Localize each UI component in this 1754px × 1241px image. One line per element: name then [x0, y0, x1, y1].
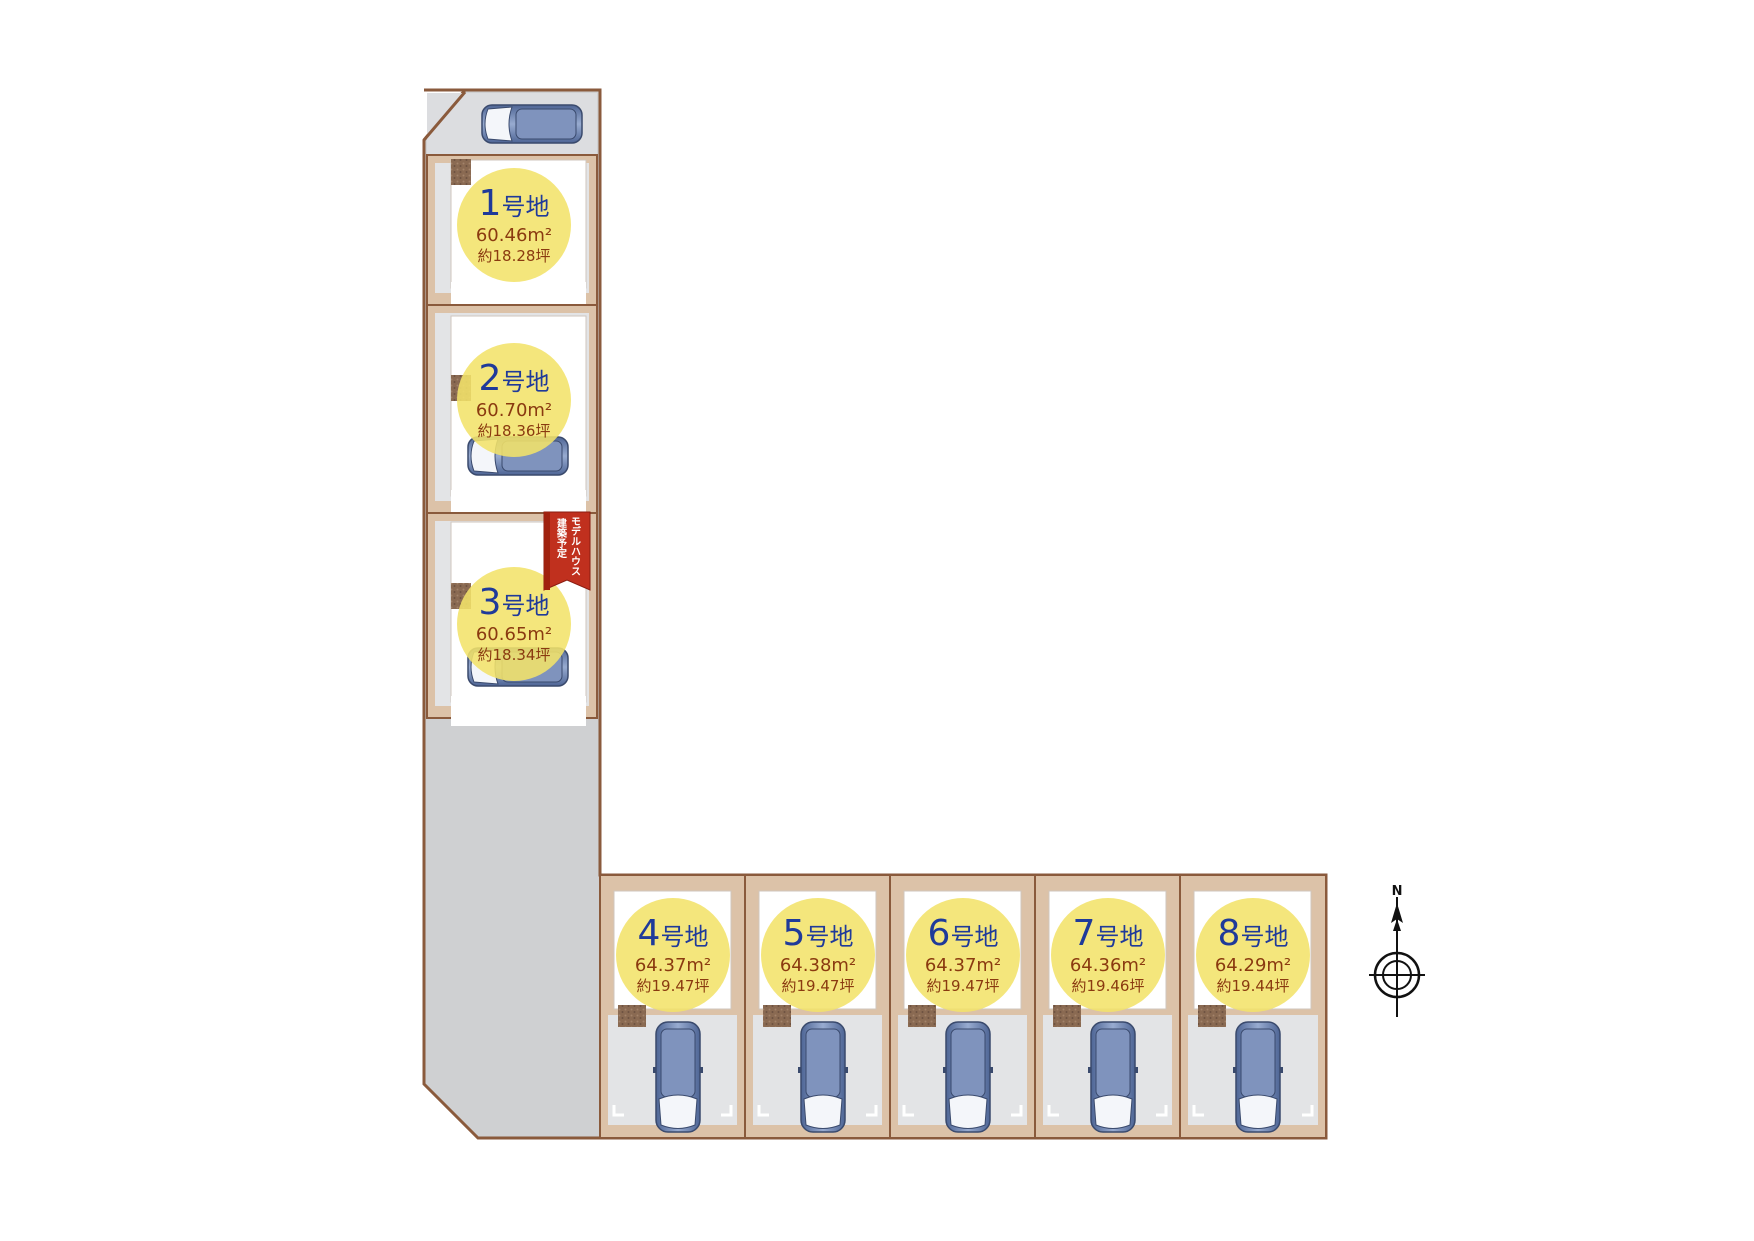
lot-badge	[761, 898, 875, 1012]
lot-area-tsubo: 約18.28坪	[478, 247, 551, 265]
parking-mark	[757, 1105, 769, 1117]
car-icon	[652, 1021, 704, 1133]
lot-area-m2: 64.38m²	[780, 955, 856, 976]
planter	[451, 159, 471, 185]
parking-mark	[902, 1105, 914, 1117]
lot-area-tsubo: 約19.47坪	[637, 977, 710, 995]
lot-number: 1号地	[479, 183, 550, 224]
lot-yard	[451, 696, 586, 726]
lot-area-tsubo: 約19.47坪	[927, 977, 1000, 995]
compass-icon: N	[1369, 884, 1425, 1017]
lot-area-m2: 60.65m²	[476, 624, 552, 645]
compass-north-label: N	[1392, 884, 1403, 899]
lot-area-tsubo: 約19.44坪	[1217, 977, 1290, 995]
lot-area-tsubo: 約18.36坪	[478, 422, 551, 440]
parking-mark	[1302, 1105, 1314, 1117]
lot-area-m2: 60.46m²	[476, 225, 552, 246]
parking-mark	[866, 1105, 878, 1117]
lot-number: 4号地	[638, 913, 709, 954]
planter	[618, 1005, 646, 1027]
lot-badge	[906, 898, 1020, 1012]
model-house-label-2: 建築予定	[555, 517, 568, 559]
car-icon	[942, 1021, 994, 1133]
model-house-label-1: モデルハウス	[569, 516, 581, 576]
car-icon	[481, 104, 583, 144]
lot-number: 3号地	[479, 582, 550, 623]
parking-mark	[1192, 1105, 1204, 1117]
lot-area-m2: 64.29m²	[1215, 955, 1291, 976]
lot-badge	[1051, 898, 1165, 1012]
ribbon-icon: モデルハウス 建築予定	[543, 511, 591, 591]
planter	[763, 1005, 791, 1027]
parking-mark	[1011, 1105, 1023, 1117]
lot-area-m2: 60.70m²	[476, 400, 552, 421]
lot-number: 5号地	[783, 913, 854, 954]
car-icon	[1087, 1021, 1139, 1133]
planter	[1053, 1005, 1081, 1027]
lot-area-tsubo: 約19.46坪	[1072, 977, 1145, 995]
lot-area-m2: 64.37m²	[925, 955, 1001, 976]
lot-badge	[457, 168, 571, 282]
lot-number: 2号地	[479, 358, 550, 399]
parking-mark	[1156, 1105, 1168, 1117]
lot-area-tsubo: 約18.34坪	[478, 646, 551, 664]
lot-area-m2: 64.37m²	[635, 955, 711, 976]
lot-area-tsubo: 約19.47坪	[782, 977, 855, 995]
car-icon	[1232, 1021, 1284, 1133]
lot-area-m2: 64.36m²	[1070, 955, 1146, 976]
parking-mark	[1047, 1105, 1059, 1117]
lot-badge	[457, 343, 571, 457]
lot-badge	[616, 898, 730, 1012]
lot-badge	[457, 567, 571, 681]
parking-mark	[721, 1105, 733, 1117]
planter	[1198, 1005, 1226, 1027]
lot-number: 8号地	[1218, 913, 1289, 954]
lot-number: 6号地	[928, 913, 999, 954]
car-icon	[797, 1021, 849, 1133]
planter	[908, 1005, 936, 1027]
lot-number: 7号地	[1073, 913, 1144, 954]
lots-layer: 1号地60.46m²約18.28坪2号地60.70m²約18.36坪3号地60.…	[426, 154, 1327, 1139]
lot-badge	[1196, 898, 1310, 1012]
parking-mark	[612, 1105, 624, 1117]
